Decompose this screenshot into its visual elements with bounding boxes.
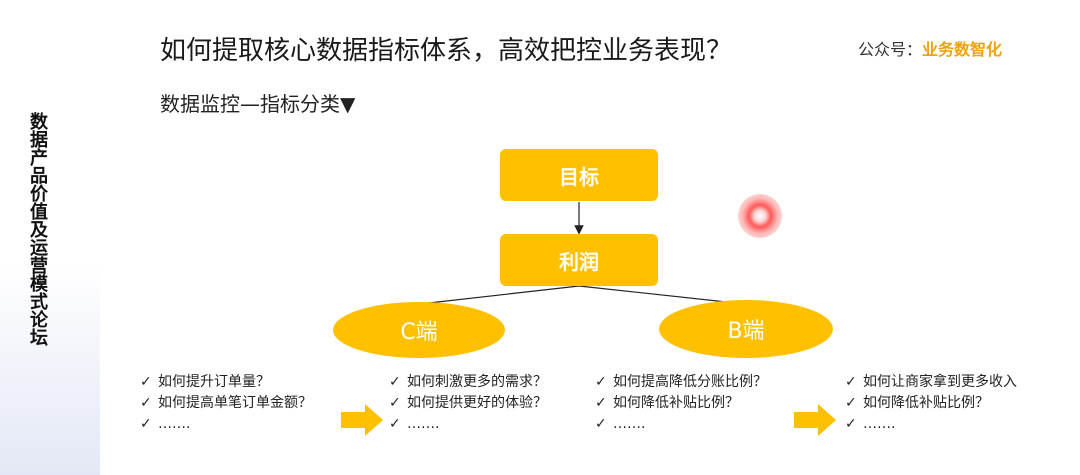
- section-subtitle: 数据监控—指标分类▼: [160, 92, 356, 116]
- sidebar-title: 数据产品价值及运营模式论坛: [27, 112, 48, 346]
- arrow-right-icon: [794, 404, 836, 436]
- list-item: ✓如何降低补贴比例？: [595, 393, 767, 414]
- goal-box: 目标: [500, 149, 658, 201]
- check-icon: ✓: [845, 374, 857, 390]
- list-item: ✓如何提高单笔订单金额？: [140, 393, 312, 414]
- profit-box: 利润: [500, 234, 658, 286]
- list-item: ✓如何提供更好的体验？: [389, 393, 547, 414]
- sidebar: [0, 0, 100, 475]
- check-icon: ✓: [389, 374, 401, 390]
- b-end-question-list-2: ✓如何让商家拿到更多收入 ✓如何降低补贴比例？ ✓…….: [845, 372, 1017, 435]
- check-icon: ✓: [595, 416, 607, 432]
- c-end-ellipse: C端: [333, 302, 505, 358]
- c-end-question-list-2: ✓如何刺激更多的需求？ ✓如何提供更好的体验？ ✓…….: [389, 372, 547, 435]
- check-icon: ✓: [140, 374, 152, 390]
- check-icon: ✓: [140, 395, 152, 411]
- wechat-account-name: 业务数智化: [922, 40, 1003, 59]
- check-icon: ✓: [389, 395, 401, 411]
- wechat-account: 公众号：业务数智化: [858, 36, 1002, 60]
- list-item: ✓…….: [140, 414, 312, 435]
- list-item: ✓…….: [845, 414, 1017, 435]
- list-item: ✓如何刺激更多的需求？: [389, 372, 547, 393]
- b-end-ellipse: B端: [659, 300, 833, 358]
- check-icon: ✓: [140, 416, 152, 432]
- profit-to-c-line: [419, 285, 580, 305]
- list-item: ✓如何提高降低分账比例？: [595, 372, 767, 393]
- b-end-question-list-1: ✓如何提高降低分账比例？ ✓如何降低补贴比例？ ✓…….: [595, 372, 767, 435]
- page-title: 如何提取核心数据指标体系，高效把控业务表现？: [160, 36, 733, 66]
- check-icon: ✓: [595, 374, 607, 390]
- laser-pointer-dot: [738, 194, 782, 238]
- c-end-question-list-1: ✓如何提升订单量？ ✓如何提高单笔订单金额？ ✓…….: [140, 372, 312, 435]
- list-item: ✓如何让商家拿到更多收入: [845, 372, 1017, 393]
- check-icon: ✓: [845, 416, 857, 432]
- arrow-right-icon: [341, 404, 383, 436]
- wechat-label: 公众号：: [858, 40, 923, 59]
- list-item: ✓…….: [389, 414, 547, 435]
- list-item: ✓…….: [595, 414, 767, 435]
- check-icon: ✓: [845, 395, 857, 411]
- check-icon: ✓: [595, 395, 607, 411]
- list-item: ✓如何提升订单量？: [140, 372, 312, 393]
- list-item: ✓如何降低补贴比例？: [845, 393, 1017, 414]
- check-icon: ✓: [389, 416, 401, 432]
